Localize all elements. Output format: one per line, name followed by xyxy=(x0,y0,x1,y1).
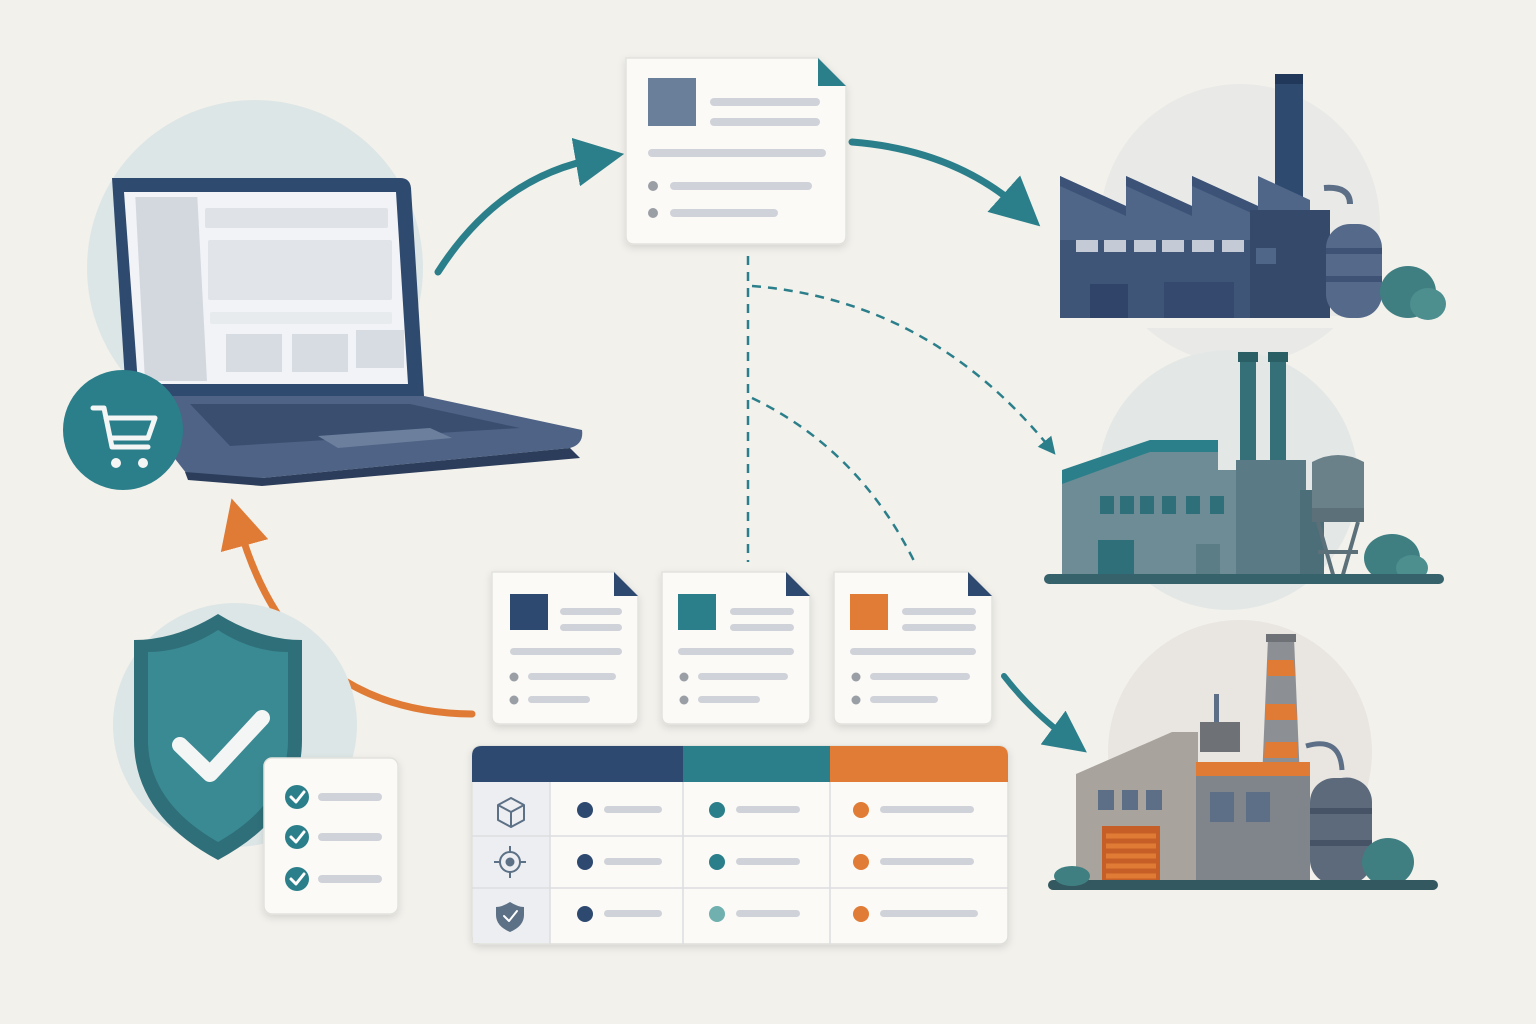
edge-order-to-supplier-3-dashed xyxy=(751,396,918,566)
matrix-header-col-3 xyxy=(830,746,1008,782)
supplier-orders xyxy=(491,571,993,725)
check-circle-icon xyxy=(285,867,309,891)
checklist-item xyxy=(285,825,382,849)
matrix-row xyxy=(577,854,974,870)
order-document-icon xyxy=(850,594,888,630)
shopping-cart-icon xyxy=(90,405,158,450)
package-icon xyxy=(497,797,525,828)
factory-2 xyxy=(1044,350,1444,610)
supplier-order-2 xyxy=(661,571,811,725)
edge-order-to-factory-1 xyxy=(848,138,1041,227)
compliance-node xyxy=(113,603,399,915)
matrix-header-col-2 xyxy=(683,746,830,782)
edge-storefront-to-order xyxy=(434,137,625,276)
checklist-card xyxy=(263,757,399,915)
matrix-header-col-1 xyxy=(550,746,683,782)
factory-teal-icon xyxy=(1044,352,1444,584)
storefront-node xyxy=(63,100,583,490)
check-circle-icon xyxy=(285,785,309,809)
check-circle-icon xyxy=(285,825,309,849)
factory-1 xyxy=(1020,74,1460,364)
supplier-order-1 xyxy=(491,571,639,725)
order-document-icon xyxy=(648,78,696,126)
checklist-item xyxy=(285,867,382,891)
factory-orange-icon xyxy=(1048,634,1438,890)
allocation-matrix xyxy=(471,745,1009,945)
order-document-icon xyxy=(510,594,548,630)
matrix-row xyxy=(577,802,974,818)
edge-supplier-3-to-factory-3 xyxy=(1001,673,1087,753)
factory-navy-icon xyxy=(1060,74,1446,320)
cart-badge xyxy=(63,370,183,490)
shield-check-icon xyxy=(134,614,302,860)
folded-corner xyxy=(818,58,846,86)
supplier-order-3 xyxy=(833,571,993,725)
order-document-icon xyxy=(678,594,716,630)
target-icon xyxy=(494,846,526,878)
matrix-header-corner xyxy=(472,746,550,782)
master-order-document xyxy=(625,57,847,245)
matrix-row xyxy=(577,906,978,922)
shield-icon xyxy=(496,902,524,932)
laptop-icon xyxy=(112,178,583,486)
factory-3 xyxy=(1048,620,1438,890)
checklist-item xyxy=(285,785,382,809)
